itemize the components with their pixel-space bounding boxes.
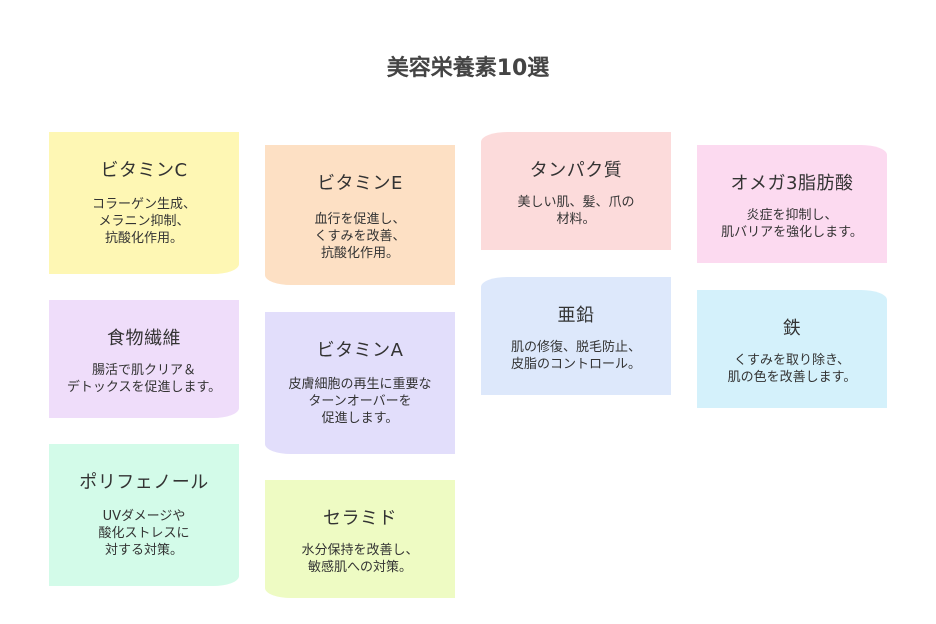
card-title: タンパク質 [529, 160, 623, 181]
card-description: 水分保持を改善し、 敏感肌への対策。 [301, 543, 419, 575]
card-title: オメガ3脂肪酸 [730, 173, 854, 194]
card-description: UVダメージや 酸化ストレスに 対する対策。 [98, 509, 190, 558]
card-description: 炎症を抑制し、 肌バリアを強化します。 [721, 208, 863, 240]
card-description: 腸活で肌クリア＆ デトックスを促進します。 [66, 363, 222, 395]
page-title: 美容栄養素10選 [386, 56, 550, 81]
card-ceramide: セラミド 水分保持を改善し、 敏感肌への対策。 [265, 480, 455, 598]
card-description: 肌の修復、脱毛防止、 皮脂のコントロール。 [510, 340, 641, 372]
card-title: 食物繊維 [107, 328, 181, 349]
card-vitamin-e: ビタミンE 血行を促進し、 くすみを改善、 抗酸化作用。 [265, 145, 455, 285]
card-description: くすみを取り除き、 肌の色を改善します。 [727, 353, 857, 385]
card-polyphenol: ポリフェノール UVダメージや 酸化ストレスに 対する対策。 [49, 444, 239, 586]
card-title: ビタミンC [100, 160, 188, 181]
card-vitamin-c: ビタミンC コラーゲン生成、 メラニン抑制、 抗酸化作用。 [49, 132, 239, 274]
card-description: 皮膚細胞の再生に重要な ターンオーバーを 促進します。 [288, 377, 432, 426]
card-vitamin-a: ビタミンA 皮膚細胞の再生に重要な ターンオーバーを 促進します。 [265, 312, 455, 454]
card-title: 鉄 [782, 318, 802, 339]
card-omega3: オメガ3脂肪酸 炎症を抑制し、 肌バリアを強化します。 [697, 145, 887, 263]
card-title: 亜鉛 [557, 305, 595, 326]
card-dietary-fiber: 食物繊維 腸活で肌クリア＆ デトックスを促進します。 [49, 300, 239, 418]
card-description: コラーゲン生成、 メラニン抑制、 抗酸化作用。 [91, 197, 196, 246]
card-description: 血行を促進し、 くすみを改善、 抗酸化作用。 [314, 212, 406, 261]
card-description: 美しい肌、髪、爪の 材料。 [517, 195, 635, 227]
card-title: セラミド [323, 508, 397, 529]
card-title: ビタミンE [317, 173, 403, 194]
card-title: ポリフェノール [79, 472, 209, 493]
card-zinc: 亜鉛 肌の修復、脱毛防止、 皮脂のコントロール。 [481, 277, 671, 395]
card-title: ビタミンA [316, 340, 404, 361]
card-protein: タンパク質 美しい肌、髪、爪の 材料。 [481, 132, 671, 250]
card-iron: 鉄 くすみを取り除き、 肌の色を改善します。 [697, 290, 887, 408]
